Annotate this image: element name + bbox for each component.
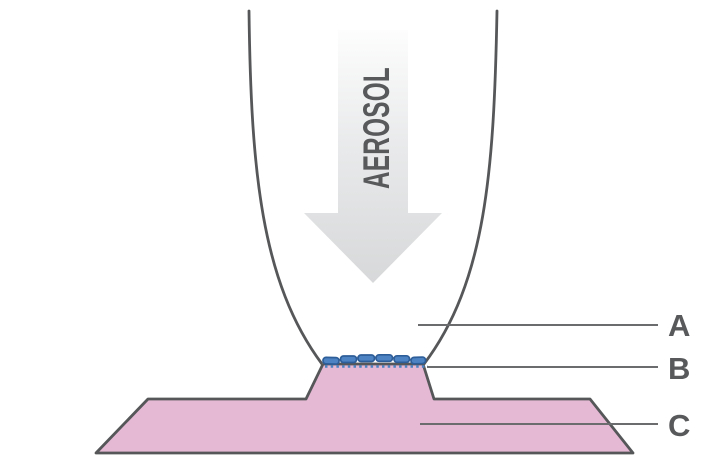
film-segments bbox=[322, 353, 427, 365]
film-segment bbox=[339, 355, 358, 364]
callout-label-b: B bbox=[668, 351, 690, 386]
aerosol-arrow-shape bbox=[304, 30, 442, 283]
film-segment bbox=[375, 353, 394, 363]
film-segment bbox=[322, 356, 340, 365]
callout-label-a: A bbox=[668, 308, 690, 343]
film-segment bbox=[410, 356, 427, 365]
callout-leader-lines bbox=[418, 324, 658, 425]
film-segment bbox=[393, 354, 411, 364]
callout-labels: A B C bbox=[668, 308, 690, 443]
substrate-shape bbox=[94, 362, 635, 455]
nozzle-wall-right bbox=[422, 9, 499, 366]
film-segment bbox=[357, 354, 376, 363]
nozzle-wall-left bbox=[247, 9, 324, 366]
aerosol-flow-arrow: AEROSOL bbox=[304, 30, 442, 283]
aerosol-arrow-label: AEROSOL bbox=[356, 67, 397, 189]
nozzle-walls bbox=[247, 9, 499, 366]
callout-label-c: C bbox=[668, 408, 690, 443]
